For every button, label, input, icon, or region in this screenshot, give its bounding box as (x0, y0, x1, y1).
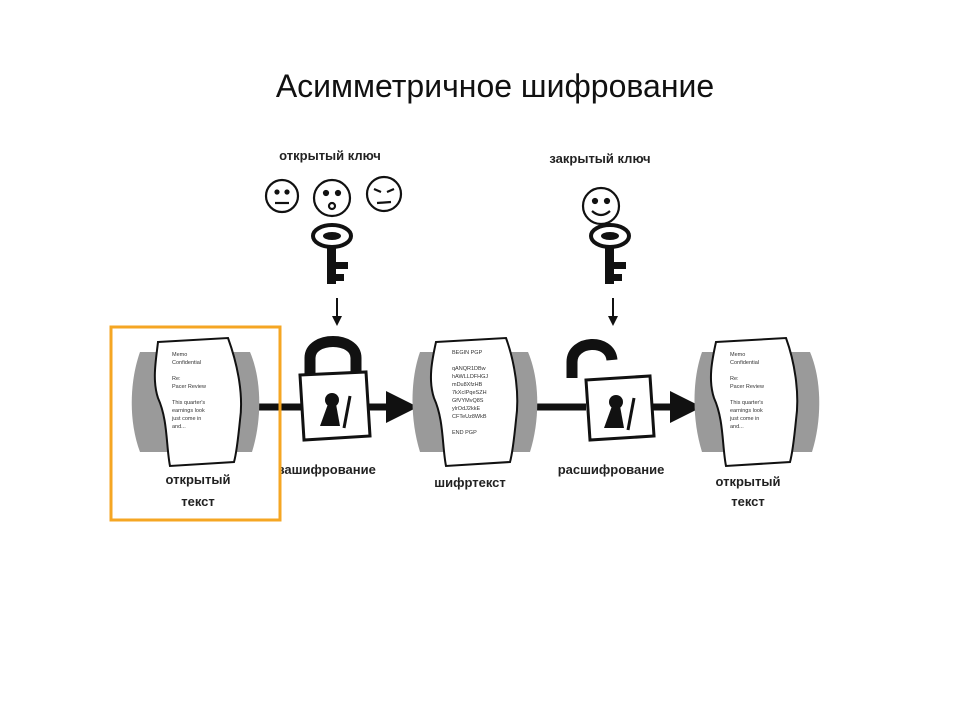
slide-title: Асимметричное шифрование (275, 68, 715, 104)
document-line: hAWLLDFHGJ (452, 374, 488, 380)
document-line: This quarter's (172, 400, 205, 406)
document-line: END PGP (452, 430, 477, 436)
document-line: qANQR1DBw (452, 366, 486, 372)
document-line: BEGIN PGP (452, 350, 483, 356)
decryption-label: расшифрование (558, 462, 665, 477)
flow-arrow-2 (366, 391, 418, 423)
document-line: 7kXcIPqeSZH (452, 390, 487, 396)
plaintext-right-label-line2: текст (731, 494, 765, 509)
public-key-icon (311, 223, 353, 284)
closed-padlock-icon (298, 336, 372, 442)
highlight-box (109, 325, 282, 522)
public-key-label: открытый ключ (279, 148, 381, 163)
private-key-label: закрытый ключ (549, 151, 650, 166)
ciphertext-document: BEGIN PGP qANQR1DBw hAWLLDFHGJ mDu8XfzHB 7kX… (412, 336, 538, 468)
document-line: Pacer Review (172, 384, 206, 390)
encryption-label: зашифрование (278, 462, 376, 477)
flow-arrow-4 (650, 391, 702, 423)
open-padlock-icon (566, 339, 656, 442)
private-key-icon (589, 223, 631, 284)
document-line: just come in (729, 416, 759, 422)
public-key-arrow (332, 298, 342, 326)
face-2-icon (312, 178, 352, 218)
plaintext-left-label-line2: текст (181, 494, 215, 509)
smiling-face-icon (581, 186, 621, 226)
document-line: CFTeUz8WkB (452, 414, 487, 420)
document-line: Confidential (172, 360, 201, 366)
document-line: earnings look (730, 408, 763, 414)
ciphertext-label: шифртекст (434, 475, 506, 490)
private-key-arrow (608, 298, 618, 326)
document-line: Memo (172, 352, 187, 358)
face-3-icon (365, 175, 403, 213)
document-line: ylrOdJ2kkE (452, 406, 480, 412)
document-line: just come in (171, 416, 201, 422)
face-1-icon (264, 178, 300, 214)
document-line: Memo (730, 352, 745, 358)
document-line: Re: (172, 376, 181, 382)
document-line: and... (730, 424, 744, 430)
plaintext-right-label-line1: открытый (716, 474, 781, 489)
document-line: This quarter's (730, 400, 763, 406)
document-line: Pacer Review (730, 384, 764, 390)
document-line: mDu8XfzHB (452, 382, 483, 388)
plaintext-left-label-line1: открытый (166, 472, 231, 487)
document-line: Re: (730, 376, 739, 382)
ciphertext-document-text: BEGIN PGP qANQR1DBw hAWLLDFHGJ mDu8XfzHB 7kX… (452, 350, 488, 436)
document-line: and... (172, 424, 186, 430)
document-line: Confidential (730, 360, 759, 366)
document-line: GfVYMvQ8S (452, 398, 484, 404)
document-line: earnings look (172, 408, 205, 414)
